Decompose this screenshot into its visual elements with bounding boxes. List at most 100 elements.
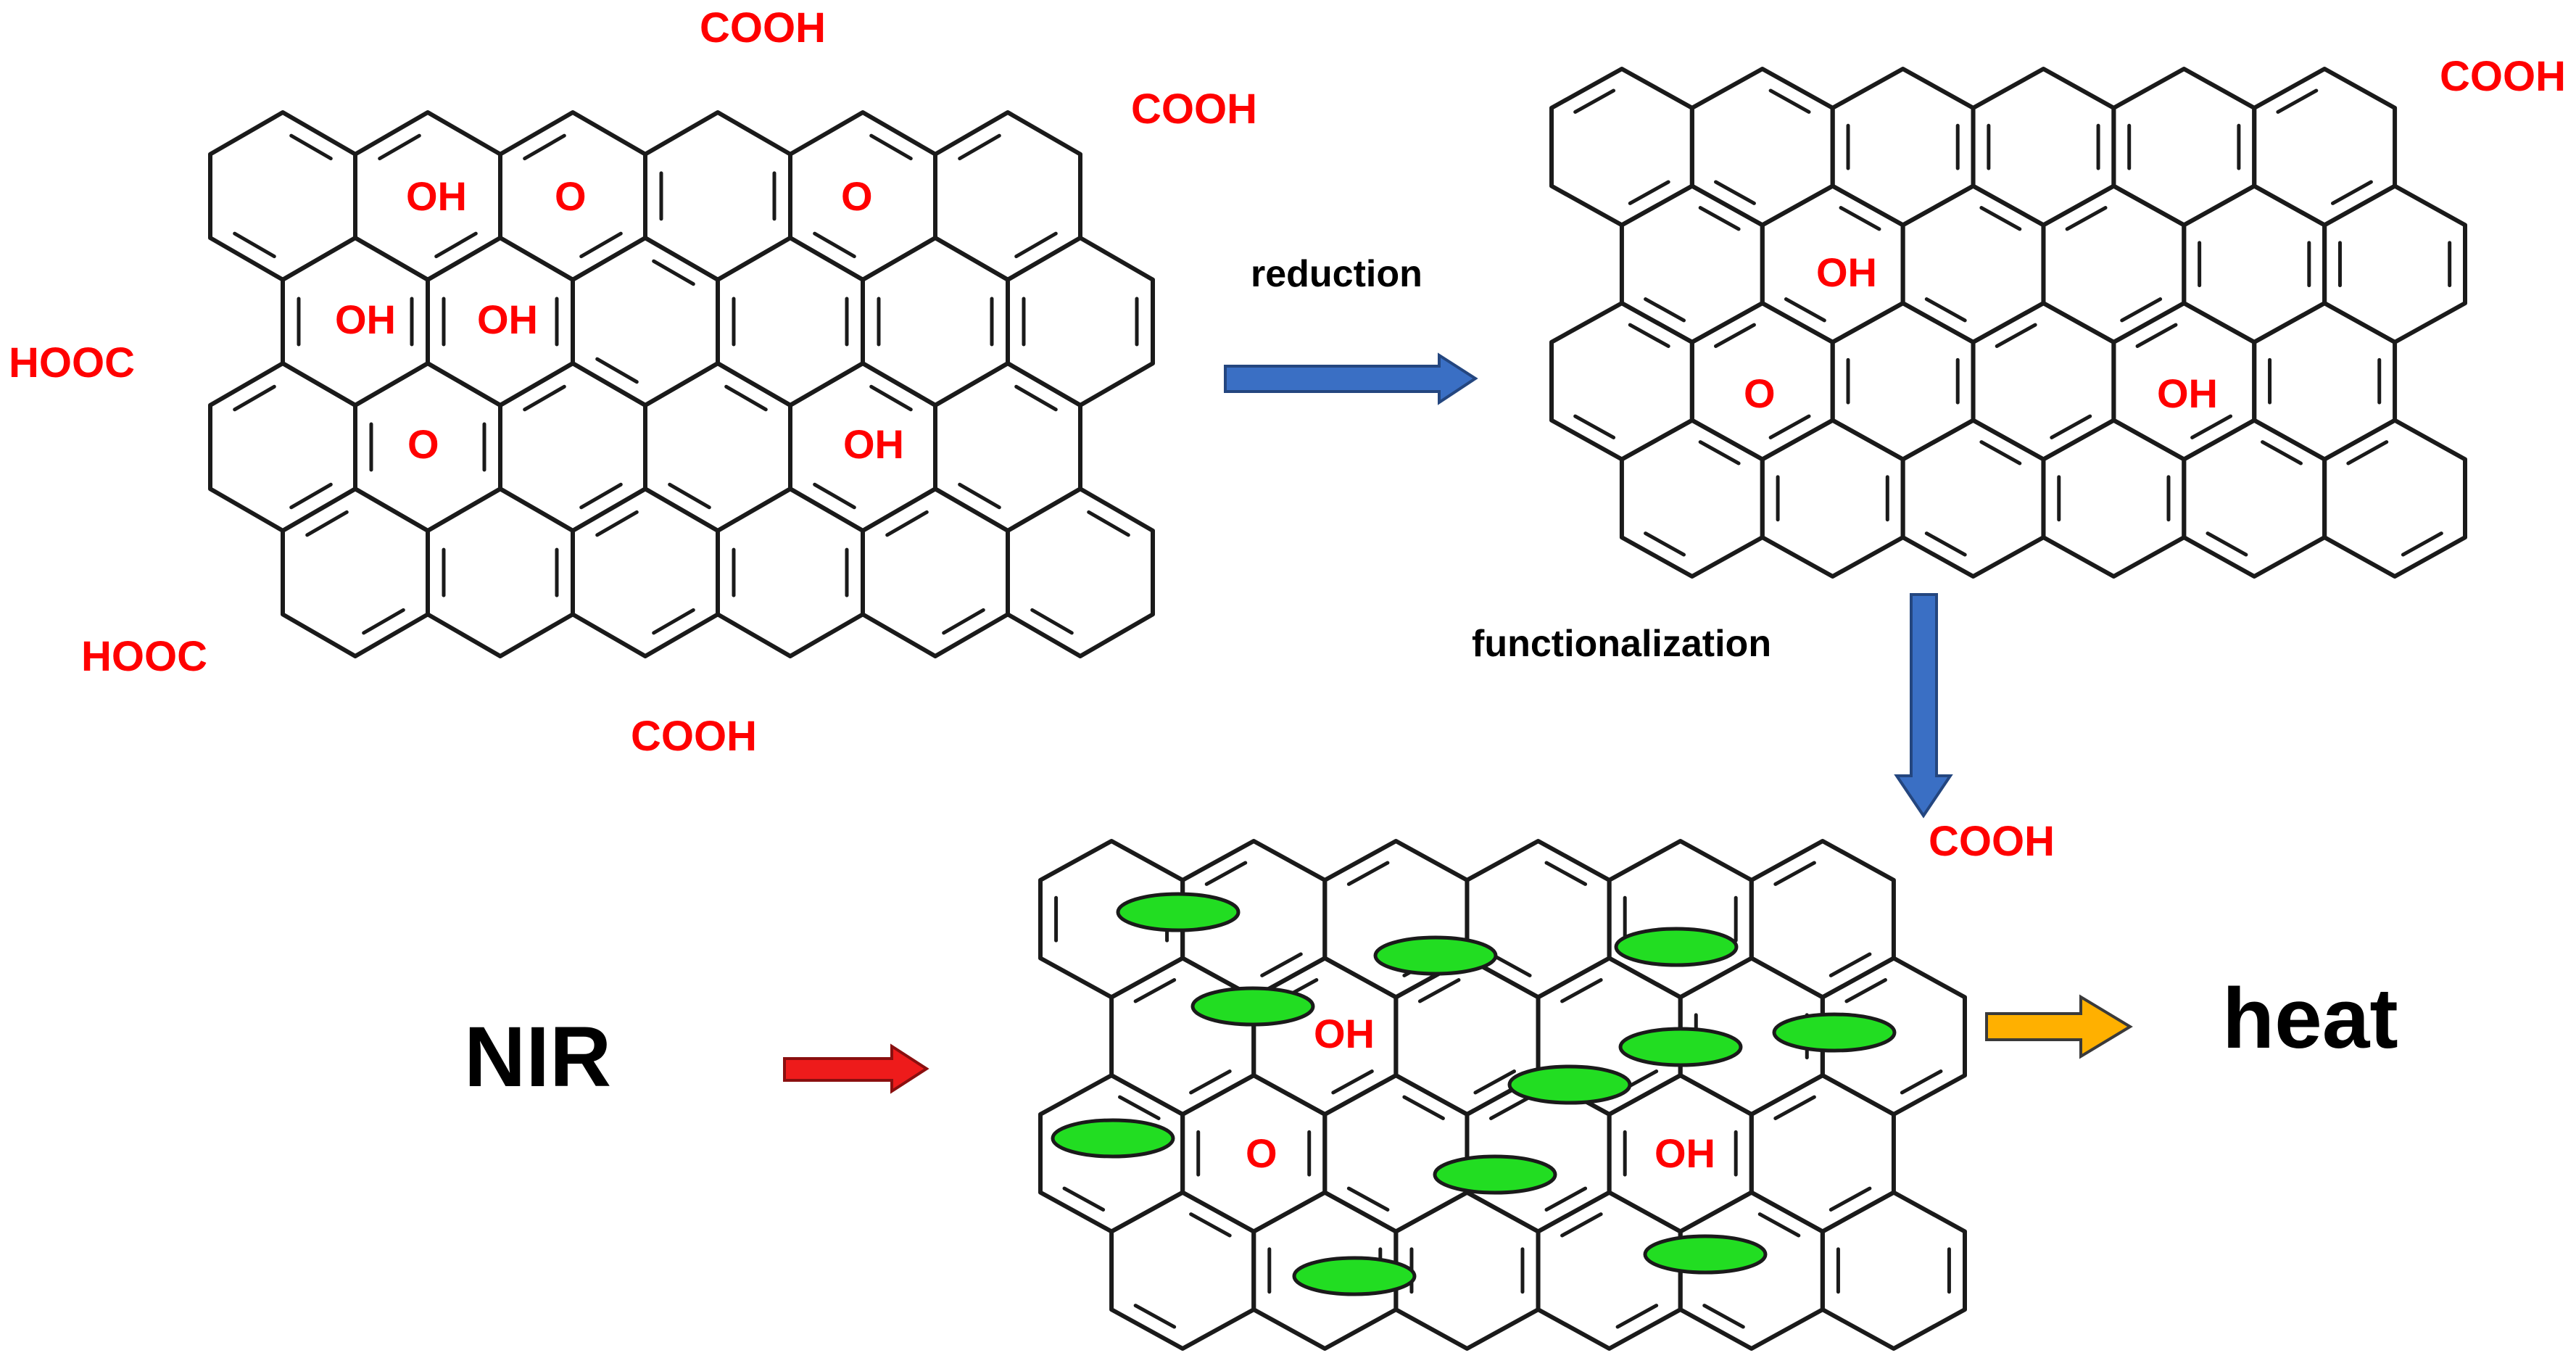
reduced-graphene-oxide-sheet-double-bond [1644, 297, 1686, 323]
reduced-graphene-oxide-sheet-ring [2182, 183, 2327, 344]
reduced-graphene-oxide-sheet-double-bond [2401, 531, 2443, 557]
functionalized-rgo-sheet-double-bond [1544, 1186, 1588, 1212]
functionalized-rgo-sheet-double-bond [1900, 1069, 1943, 1095]
functionalized-rgo-sheet-double-bond [1757, 1212, 1801, 1238]
reduced-graphene-oxide-sheet-ring [2041, 418, 2187, 579]
graphene-oxide-sheet-double-bond [378, 133, 421, 161]
reduced-graphene-oxide-sheet-ring [2322, 418, 2467, 579]
frgo-group-oh-1: OH [1314, 1011, 1375, 1056]
rgo-group-o: O [1744, 371, 1776, 416]
functionalized-rgo-sheet-double-bond [1331, 1069, 1374, 1095]
particle-2 [1373, 935, 1498, 976]
graphene-oxide-sheet-double-bond [289, 482, 333, 510]
graphene-oxide-sheet-double-bond [668, 482, 711, 510]
functionalized-rgo-sheet-ring [1109, 956, 1256, 1117]
functionalized-rgo-sheet-double-bond [1560, 1212, 1603, 1238]
functionalized-rgo-sheet-double-bond [1615, 1304, 1659, 1329]
functionalized-rgo-sheet-double-bond [1829, 1186, 1872, 1212]
functionalized-rgo-sheet-double-bond [1829, 952, 1872, 977]
reduced-graphene-oxide-sheet-double-bond [1628, 180, 1670, 205]
reduced-graphene-oxide-sheet-double-bond [2330, 180, 2373, 205]
graphene-oxide-sheet-double-bond [885, 510, 929, 537]
go-group-oh-3: OH [477, 297, 538, 342]
graphene-oxide-sheet-ring [281, 487, 430, 658]
graphene-oxide-sheet-double-bond [289, 133, 333, 161]
graphene-oxide-sheet-double-bond [523, 133, 566, 161]
graphene-oxide-sheet-ring [208, 361, 357, 533]
particle-6 [1772, 1012, 1897, 1053]
graphene-oxide-sheet-double-bond [958, 133, 1001, 161]
functionalized-rgo-sheet-double-bond [1417, 978, 1461, 1003]
reduced-graphene-oxide-sheet-ring [2041, 183, 2187, 344]
particle-8 [1051, 1118, 1175, 1159]
reduced-graphene-oxide-sheet-double-bond [2050, 414, 2092, 439]
graphene-oxide-sheet-ring [571, 487, 720, 658]
graphene-oxide-sheet-ring [426, 487, 575, 658]
particle-5 [1618, 1027, 1743, 1067]
functionalized-rgo-sheet-double-bond [1489, 952, 1532, 977]
reduced-graphene-oxide-sheet-ring [1900, 183, 2046, 344]
reduced-graphene-oxide-sheet-ring [1971, 67, 2116, 228]
reduced-graphene-oxide-sheet-ring [1619, 418, 1765, 579]
functionalized-rgo-sheet-double-bond [1844, 978, 1887, 1003]
reduced-graphene-oxide-sheet-double-bond [2346, 440, 2389, 465]
reduced-graphene-oxide-sheet-double-bond [1839, 206, 1881, 231]
reduced-graphene-oxide-sheet-double-bond [1714, 323, 1756, 348]
graphene-oxide-sheet-double-bond [652, 608, 695, 635]
reduced-graphene-oxide-sheet-ring [2252, 301, 2398, 462]
reduced-graphene-oxide-sheet-double-bond [1573, 414, 1616, 439]
graphene-oxide-sheet-double-bond [942, 608, 985, 635]
reduced-graphene-oxide-sheet-ring [1549, 301, 1694, 462]
graphene-oxide-sheet-double-bond [434, 231, 478, 259]
particle-4 [1190, 986, 1315, 1027]
go-group-hooc-lower-left: HOOC [81, 633, 207, 680]
reduced-graphene-oxide-sheet-double-bond [1784, 297, 1826, 323]
graphene-oxide-sheet-double-bond [233, 384, 276, 412]
graphene-oxide-sheet-ring [208, 110, 357, 282]
functionalized-rgo-sheet-ring [1109, 1190, 1256, 1351]
reduced-graphene-oxide-sheet-double-bond [1573, 88, 1616, 114]
reduced-graphene-oxide-sheet-ring [2252, 67, 2398, 228]
graphene-oxide-sheet-double-bond [1030, 608, 1074, 635]
functionalized-rgo-sheet-double-bond [1346, 1186, 1390, 1212]
reduced-graphene-oxide-sheet-double-bond [1768, 88, 1811, 114]
reduced-graphene-oxide-sheet-double-bond [1714, 180, 1756, 205]
particle-7 [1507, 1064, 1632, 1105]
functionalized-rgo-sheet-ring [1820, 1190, 1967, 1351]
functionalized-rgo-sheet-ring [1607, 839, 1754, 1000]
go-group-o-2: O [841, 173, 873, 219]
functionalized-rgo-sheet-double-bond [1133, 978, 1177, 1003]
reduced-graphene-oxide-sheet-ring [1760, 418, 1905, 579]
reduced-graphene-oxide-sheet-ring [1971, 301, 2116, 462]
go-group-cooh-upper-right: COOH [1131, 86, 1257, 133]
go-functional-groups: COOH COOH OH O O OH OH HOOC O OH HOOC CO… [9, 4, 1257, 760]
functionalized-rgo-sheet-double-bond [1773, 1095, 1816, 1120]
heat-arrow [1985, 994, 2133, 1059]
graphene-oxide-sheet-double-bond [595, 510, 639, 537]
frgo-functional-groups: COOH OH O OH [1246, 818, 2055, 1176]
go-group-oh-2: OH [335, 297, 396, 342]
graphene-oxide-sheet-double-bond [1014, 384, 1058, 412]
functionalized-rgo-sheet-double-bond [1189, 1069, 1232, 1095]
graphene-oxide-sheet-double-bond [1087, 510, 1130, 537]
reduced-graphene-oxide-sheet-ring [2322, 183, 2467, 344]
heat-label: heat [2222, 971, 2398, 1067]
reduced-graphene-oxide-sheet-double-bond [2135, 323, 2178, 348]
particle-3 [1614, 927, 1739, 967]
functionalization-label: functionalization [1472, 623, 1771, 665]
rgo-group-oh-2: OH [2157, 371, 2218, 416]
functionalized-rgo-sheet-ring [1536, 1190, 1683, 1351]
graphene-oxide-sheet-ring [1006, 236, 1155, 407]
functionalized-rgo-sheet-double-bond [1346, 861, 1390, 886]
reduced-graphene-oxide-sheet-ring [1619, 183, 1765, 344]
reduced-graphene-oxide-sheet-double-bond [1628, 323, 1670, 348]
functionalized-rgo-sheet-ring [1749, 839, 1896, 1000]
go-group-cooh-bottom: COOH [631, 713, 757, 760]
adsorbed-particles [1051, 892, 1897, 1296]
functionalization-arrow [1894, 593, 1953, 819]
reduced-graphene-oxide-sheet-double-bond [1979, 440, 2022, 465]
particle-10 [1292, 1256, 1417, 1296]
functionalized-rgo-sheet-double-bond [1204, 861, 1248, 886]
graphene-oxide-sheet-double-bond [595, 357, 639, 384]
particle-9 [1433, 1154, 1557, 1195]
